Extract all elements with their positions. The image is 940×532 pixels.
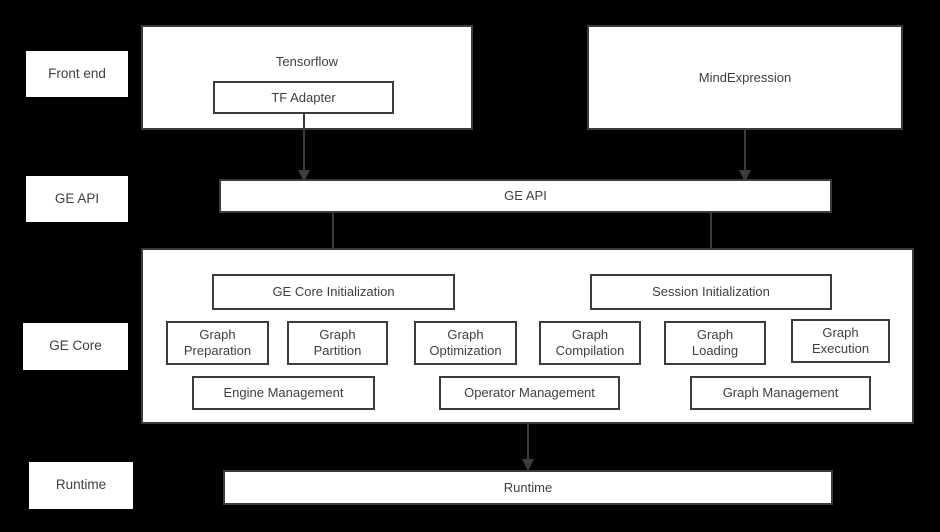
graph-optimization-box[interactable]: Graph Optimization <box>414 321 517 365</box>
tf-adapter-box[interactable]: TF Adapter <box>213 81 394 114</box>
mindexpression-box[interactable]: MindExpression <box>587 25 903 130</box>
arrow-ge-core-to-runtime <box>522 424 534 471</box>
layer-label-runtime: Runtime <box>29 462 133 509</box>
ge-core-initialization-box[interactable]: GE Core Initialization <box>212 274 455 310</box>
graph-loading-box[interactable]: Graph Loading <box>664 321 766 365</box>
session-initialization-box[interactable]: Session Initialization <box>590 274 832 310</box>
runtime-box[interactable]: Runtime <box>223 470 833 505</box>
graph-compilation-box[interactable]: Graph Compilation <box>539 321 641 365</box>
tensorflow-label: Tensorflow <box>275 54 339 69</box>
layer-label-ge-api: GE API <box>26 176 128 222</box>
layer-label-front-end: Front end <box>26 51 128 97</box>
graph-preparation-box[interactable]: Graph Preparation <box>166 321 269 365</box>
arrow-tf-adapter-to-ge-api <box>298 114 310 182</box>
graph-execution-box[interactable]: Graph Execution <box>791 319 890 363</box>
graph-management-box[interactable]: Graph Management <box>690 376 871 410</box>
engine-management-box[interactable]: Engine Management <box>192 376 375 410</box>
graph-partition-box[interactable]: Graph Partition <box>287 321 388 365</box>
layer-label-ge-core: GE Core <box>23 323 128 370</box>
arrow-mindexpression-to-ge-api <box>739 130 751 182</box>
ge-api-box[interactable]: GE API <box>219 179 832 213</box>
tensorflow-container[interactable]: Tensorflow <box>141 25 473 130</box>
operator-management-box[interactable]: Operator Management <box>439 376 620 410</box>
